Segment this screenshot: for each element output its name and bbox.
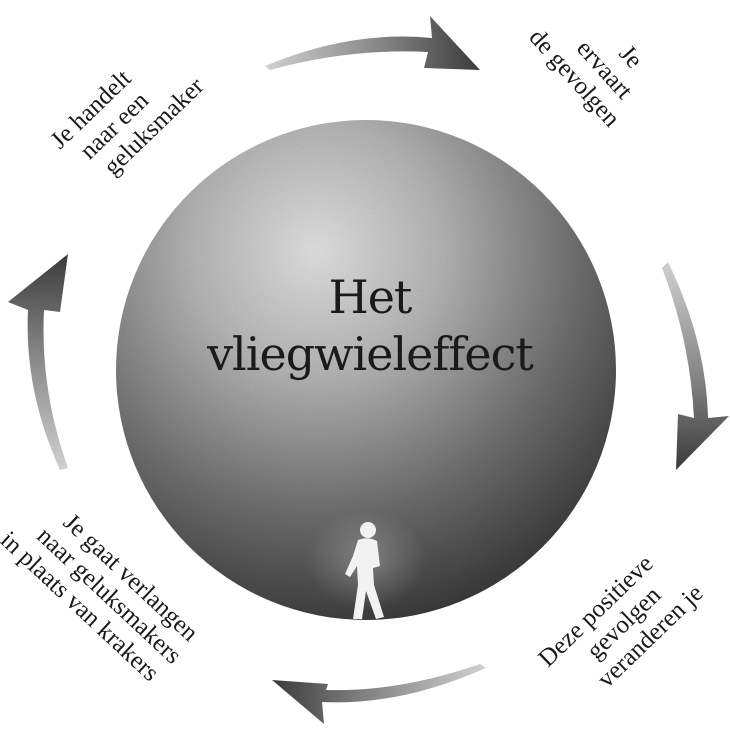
cycle-arrow-left	[8, 254, 68, 470]
cycle-arrow-bottom	[272, 664, 486, 724]
step-2-label: Je ervaart de gevolgen	[524, 24, 648, 133]
title-line-2: vliegwieleffect	[206, 327, 534, 381]
cycle-arrow-right	[662, 262, 729, 470]
cycle-arrow-top	[265, 16, 480, 70]
title-line-1: Het	[329, 270, 413, 324]
step-3-label: Deze positieve gevolgen veranderen je	[533, 550, 708, 693]
step-1-label: Je handelt naar een geluksmaker	[45, 65, 209, 181]
walking-person-icon	[345, 522, 384, 619]
diagram-title: Het vliegwieleffect	[206, 270, 535, 381]
